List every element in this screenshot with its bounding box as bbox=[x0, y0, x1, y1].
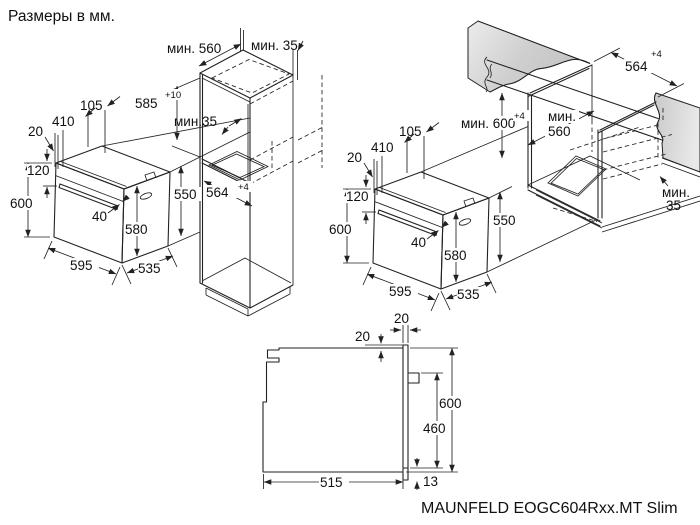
counter-dimensions: 600 120 20 410 105 40 580 550 bbox=[329, 47, 690, 312]
model-caption: MAUNFELD EOGC604Rxx.MT Slim bbox=[421, 500, 678, 517]
dim-vent-gap: мин.35 bbox=[174, 114, 217, 129]
dim2-niche-depth-a: мин. bbox=[548, 109, 576, 124]
dim2-handle-depth: 40 bbox=[411, 235, 426, 250]
vent-slot bbox=[139, 192, 153, 200]
vent-slot-2 bbox=[458, 218, 472, 226]
dim-body-depth: 535 bbox=[138, 261, 161, 276]
door-profile bbox=[402, 344, 409, 481]
dim2-body-height: 580 bbox=[444, 248, 467, 263]
dim2-body-depth: 535 bbox=[457, 287, 480, 302]
dim2-top-offset: 20 bbox=[347, 150, 362, 165]
dim2-niche-width: 564 bbox=[625, 59, 648, 74]
dim2-oven-width: 595 bbox=[389, 284, 412, 299]
side-view-diagram: 20 20 600 460 13 515 bbox=[262, 311, 467, 490]
dim-niche-height: 585 bbox=[135, 96, 158, 111]
dim3-door-thickness: 20 bbox=[394, 311, 409, 326]
dim-panel-width: 410 bbox=[52, 114, 75, 129]
dim3-bottom-gap: 13 bbox=[423, 474, 438, 489]
dim2-oven-height: 600 bbox=[329, 222, 352, 237]
built-in-column-diagram: 600 120 20 410 105 40 580 550 bbox=[10, 28, 323, 317]
dim-rear-gap: мин. 35 bbox=[251, 38, 298, 53]
dim-rear-height: 550 bbox=[174, 187, 197, 202]
dim3-top-gap: 20 bbox=[355, 329, 370, 344]
oven-isometric-2 bbox=[372, 171, 490, 290]
handle-knob bbox=[407, 372, 420, 384]
bracket-notch bbox=[144, 171, 157, 182]
dim-front-top: 120 bbox=[27, 163, 50, 178]
dim2-panel-width: 410 bbox=[371, 140, 394, 155]
under-counter-diagram: 600 120 20 410 105 40 580 550 bbox=[329, 20, 700, 312]
dim-top-offset: 20 bbox=[28, 124, 43, 139]
page-title: Размеры в мм. bbox=[8, 8, 115, 25]
dim2-rear-gap-b: 35 bbox=[666, 198, 681, 213]
dim-niche-width: 564 bbox=[206, 185, 229, 200]
dim-niche-width-tol: +4 bbox=[238, 182, 249, 193]
plinth bbox=[205, 287, 291, 317]
oven-handle-2 bbox=[377, 209, 438, 237]
dim2-rear-gap-a: мин. bbox=[662, 185, 690, 200]
dim2-niche-width-tol: +4 bbox=[651, 49, 662, 60]
dim-oven-width: 595 bbox=[70, 258, 93, 273]
shelf-cutout bbox=[208, 151, 269, 181]
dim-top-depth: 105 bbox=[80, 98, 103, 113]
dim-oven-height: 600 bbox=[10, 196, 33, 211]
dim2-niche-height: мин. 600 bbox=[461, 116, 515, 131]
dim2-niche-depth-b: 560 bbox=[548, 124, 571, 139]
bracket-notch-2 bbox=[463, 197, 476, 208]
dim-niche-depth: мин. 560 bbox=[167, 41, 221, 56]
dim2-front-top: 120 bbox=[346, 189, 369, 204]
dim2-niche-height-tol: +4 bbox=[514, 111, 525, 122]
tall-cabinet bbox=[199, 28, 323, 317]
dim3-door-height: 460 bbox=[423, 421, 446, 436]
dim-handle-depth: 40 bbox=[92, 209, 107, 224]
column-dimensions: 600 120 20 410 105 40 580 550 bbox=[10, 38, 304, 286]
dim-niche-height-tol: +10 bbox=[165, 90, 181, 101]
oven-handle bbox=[58, 183, 119, 211]
dim2-rear-height: 550 bbox=[493, 213, 516, 228]
dim-body-height: 580 bbox=[125, 222, 148, 237]
dim2-top-depth: 105 bbox=[399, 124, 422, 139]
dim3-height: 600 bbox=[439, 396, 462, 411]
dim3-depth: 515 bbox=[320, 475, 343, 490]
